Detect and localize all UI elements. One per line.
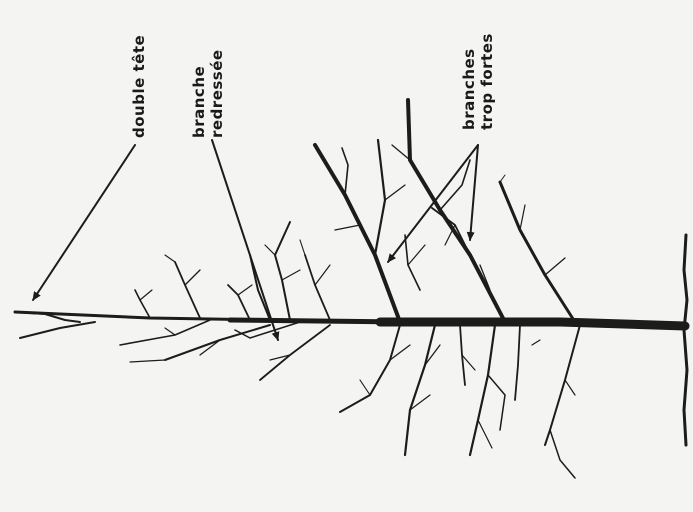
trunk-mid — [230, 320, 400, 322]
label-branche-line1: branche — [190, 49, 208, 138]
lower-branch-3 — [120, 320, 210, 345]
trunk-thick — [380, 322, 685, 326]
label-branches-trop-fortes: branches trop fortes — [460, 33, 496, 130]
ground-line — [684, 235, 687, 445]
lower-branch-2 — [260, 325, 330, 380]
double-head-bottom — [20, 322, 95, 338]
lower-branch-7 — [470, 325, 495, 455]
label-branche-line2: redressée — [208, 49, 226, 138]
upper-branch-3 — [228, 285, 250, 320]
lower-branch-9 — [545, 325, 580, 445]
upper-branch-5 — [305, 255, 330, 320]
label-branches-line1: branches — [460, 33, 478, 130]
upper-branch-4 — [275, 222, 290, 320]
strong-branch-2 — [408, 100, 505, 322]
label-branches-line2: trop fortes — [478, 33, 496, 130]
arrow-double-tete — [33, 145, 135, 300]
lower-branch-5 — [405, 325, 435, 455]
lower-branch-4 — [340, 325, 400, 412]
label-double-tete: double tête — [130, 35, 148, 138]
strong-branch-3 — [500, 182, 575, 322]
arrow-branches-2 — [470, 145, 478, 240]
upper-branch-2 — [175, 262, 200, 318]
lower-branch-8 — [515, 325, 520, 400]
label-branche-redressee: branche redressée — [190, 49, 226, 138]
strong-branch-1 — [315, 145, 400, 322]
